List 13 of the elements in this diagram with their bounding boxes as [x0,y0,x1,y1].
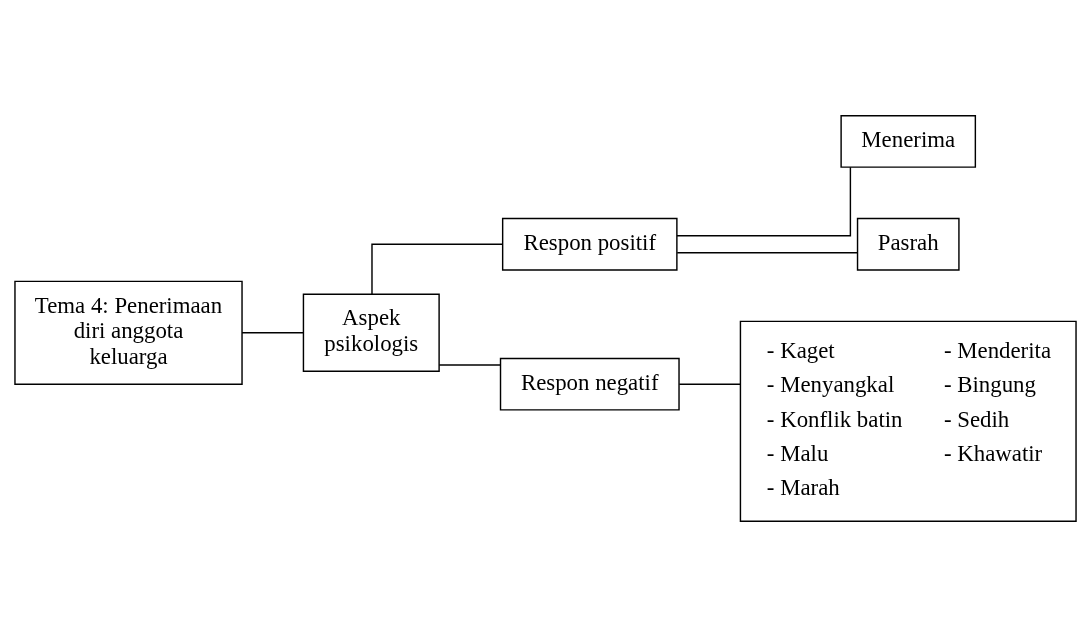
node-box: Aspek psikologis [302,293,440,372]
connector [676,251,858,254]
connector [678,382,741,385]
connector [438,363,501,366]
node-box: Respon positif [501,217,678,271]
connector [241,331,305,333]
connector [371,243,504,295]
node-box: Pasrah [856,217,960,271]
node-box: Menerima [840,114,977,168]
node-box: Tema 4: Penerimaan diri anggota keluarga [14,280,243,385]
connector [676,165,852,236]
node-box: - Kaget - Menderita - Menyangkal - Bingung - Konflik batin - Sedih - Malu - Khawatir - Marah [739,320,1077,522]
node-box: Respon negatif [499,357,680,411]
